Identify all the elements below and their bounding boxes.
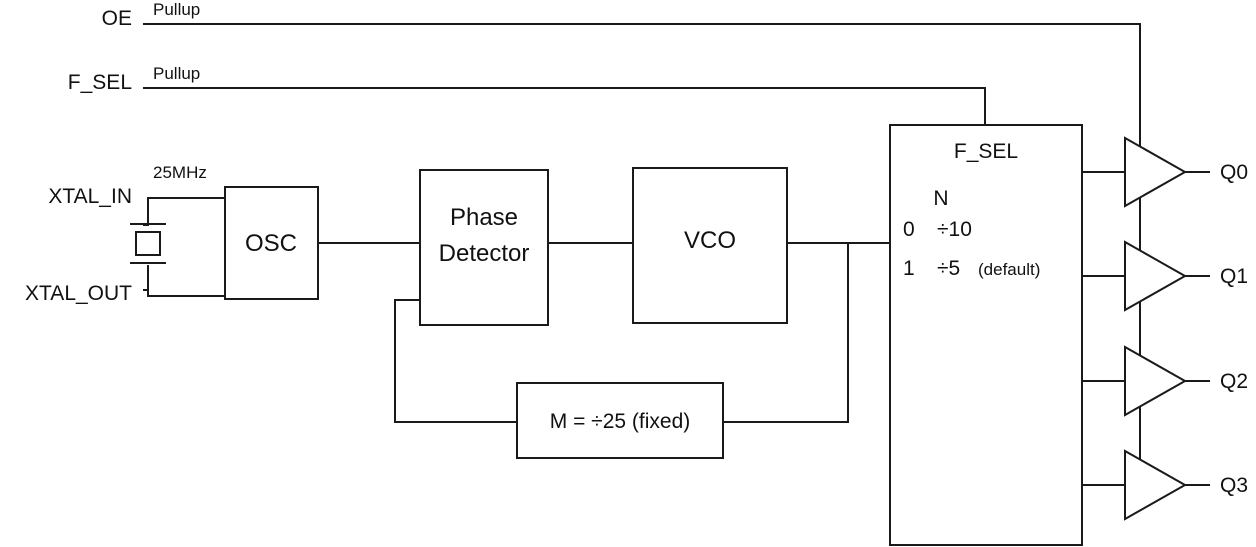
output-divider-block (889, 124, 1083, 546)
fsel-wire (143, 87, 986, 125)
xtal-out-label: XTAL_OUT (25, 282, 132, 305)
osc-label: OSC (245, 230, 297, 257)
divider-row-1-ratio: ÷5 (937, 257, 960, 280)
phase-detector-block (419, 169, 549, 326)
divider-title: F_SEL (954, 140, 1018, 163)
oe-pullup-note: Pullup (153, 0, 200, 19)
feedback-divider-label: M = ÷25 (fixed) (550, 410, 691, 433)
phase-detector-label-line1: Phase (450, 204, 518, 231)
osc-block (224, 186, 319, 300)
q3-label: Q3 (1220, 474, 1248, 497)
q2-label: Q2 (1220, 370, 1248, 393)
vco-label: VCO (684, 227, 736, 254)
q1-label: Q1 (1220, 265, 1248, 288)
divider-row-1-select: 1 (903, 257, 915, 280)
feedback-divider-block (516, 382, 724, 459)
oe-label: OE (102, 7, 132, 30)
xtal-in-wire (143, 197, 225, 226)
feedback-wire (723, 243, 849, 423)
fsel-pullup-note: Pullup (153, 64, 200, 83)
q0-label: Q0 (1220, 161, 1248, 184)
xtal-in-label: XTAL_IN (48, 185, 132, 208)
feedback-return-wire (394, 299, 517, 423)
xtal-out-wire (143, 289, 225, 297)
vco-block (632, 167, 788, 324)
crystal-symbol (130, 198, 166, 296)
divider-row-0-ratio: ÷10 (937, 218, 972, 241)
crystal-frequency-label: 25MHz (153, 163, 207, 182)
q3-buffer (1124, 449, 1188, 521)
divider-row-0-select: 0 (903, 218, 915, 241)
fsel-label: F_SEL (68, 71, 132, 94)
q2-buffer (1124, 345, 1188, 417)
divider-table-header: N (933, 187, 948, 210)
q1-buffer (1124, 240, 1188, 312)
q0-buffer (1124, 136, 1188, 208)
oe-wire (143, 23, 1141, 140)
phase-detector-label-line2: Detector (439, 240, 530, 267)
divider-row-1-note: (default) (978, 260, 1040, 279)
